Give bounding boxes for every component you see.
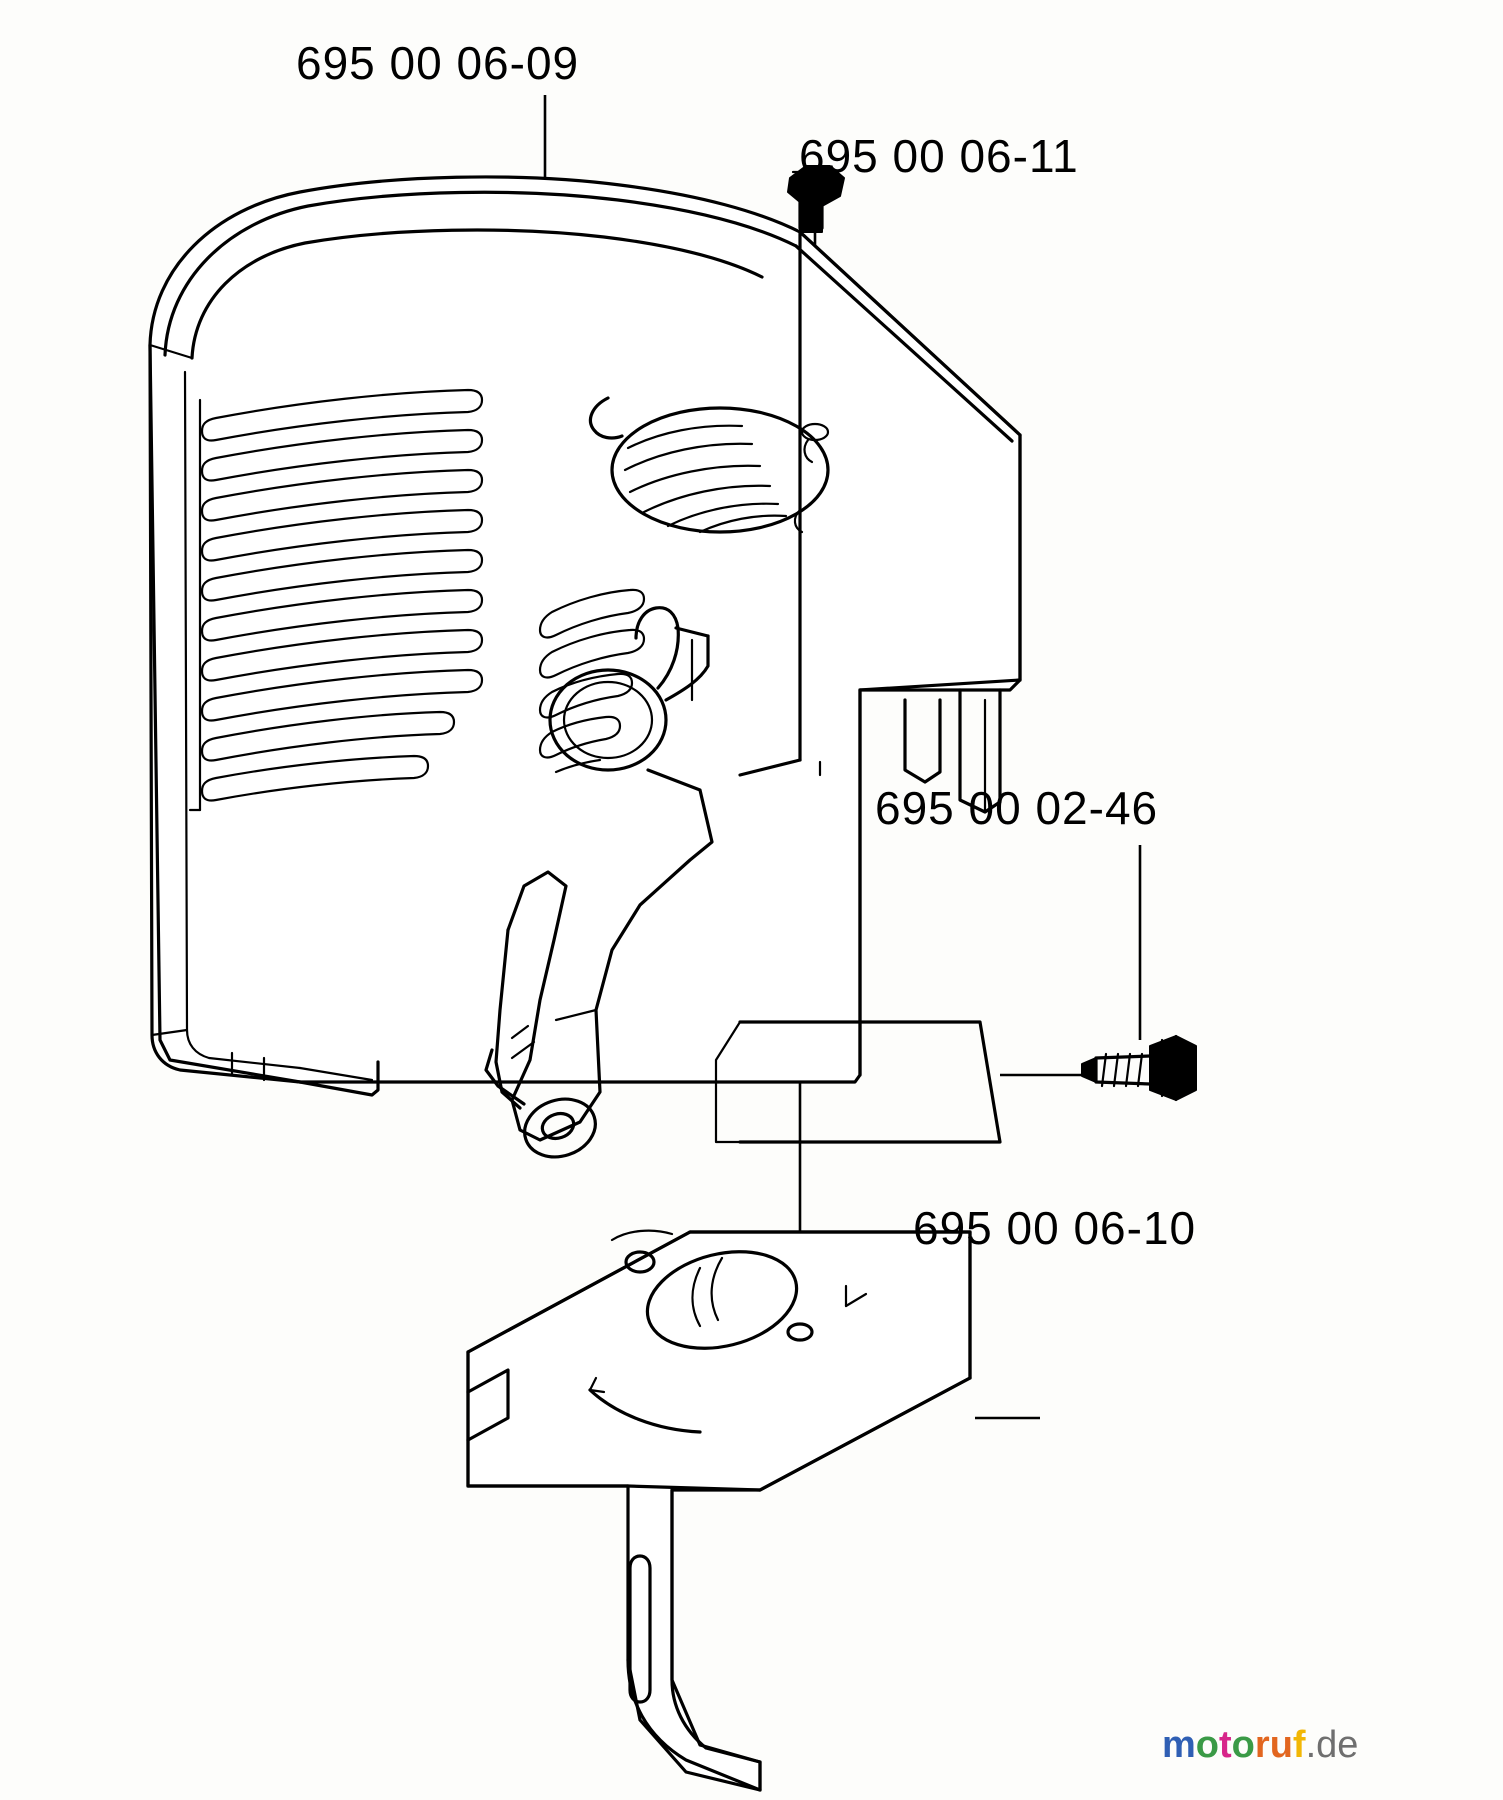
watermark-dot: . (1305, 1724, 1317, 1766)
watermark-letter-o1: o (1195, 1724, 1220, 1766)
bracket-part (466, 1229, 972, 1792)
part-label-bracket: 695 00 06-10 (913, 1202, 1197, 1254)
watermark-letter-t: t (1219, 1724, 1232, 1766)
engine-cover-part (148, 175, 1022, 1159)
cover-vent-slots (188, 388, 484, 812)
watermark-letter-u: u (1269, 1724, 1293, 1766)
cover-top-rosette-vent (588, 396, 830, 534)
part-label-cover: 695 00 06-09 (296, 37, 580, 89)
cover-mount-arm (484, 768, 714, 1159)
watermark-letter-f: f (1292, 1724, 1306, 1766)
nut-part (787, 165, 845, 233)
watermark-letter-m: m (1162, 1724, 1196, 1766)
part-label-nut: 695 00 06-11 (799, 130, 1079, 182)
watermark-letter-r: r (1254, 1724, 1270, 1766)
bracket-center-hole (645, 1250, 799, 1350)
screw-part (1081, 1034, 1197, 1102)
watermark-letter-o2: o (1231, 1724, 1255, 1766)
part-label-screw: 695 00 02-46 (875, 782, 1159, 834)
motoruf-watermark: motoruf.de (1162, 1726, 1358, 1764)
cover-secondary-vents (538, 588, 646, 774)
cover-plug-cutout (548, 606, 710, 772)
watermark-tld: de (1316, 1724, 1359, 1766)
